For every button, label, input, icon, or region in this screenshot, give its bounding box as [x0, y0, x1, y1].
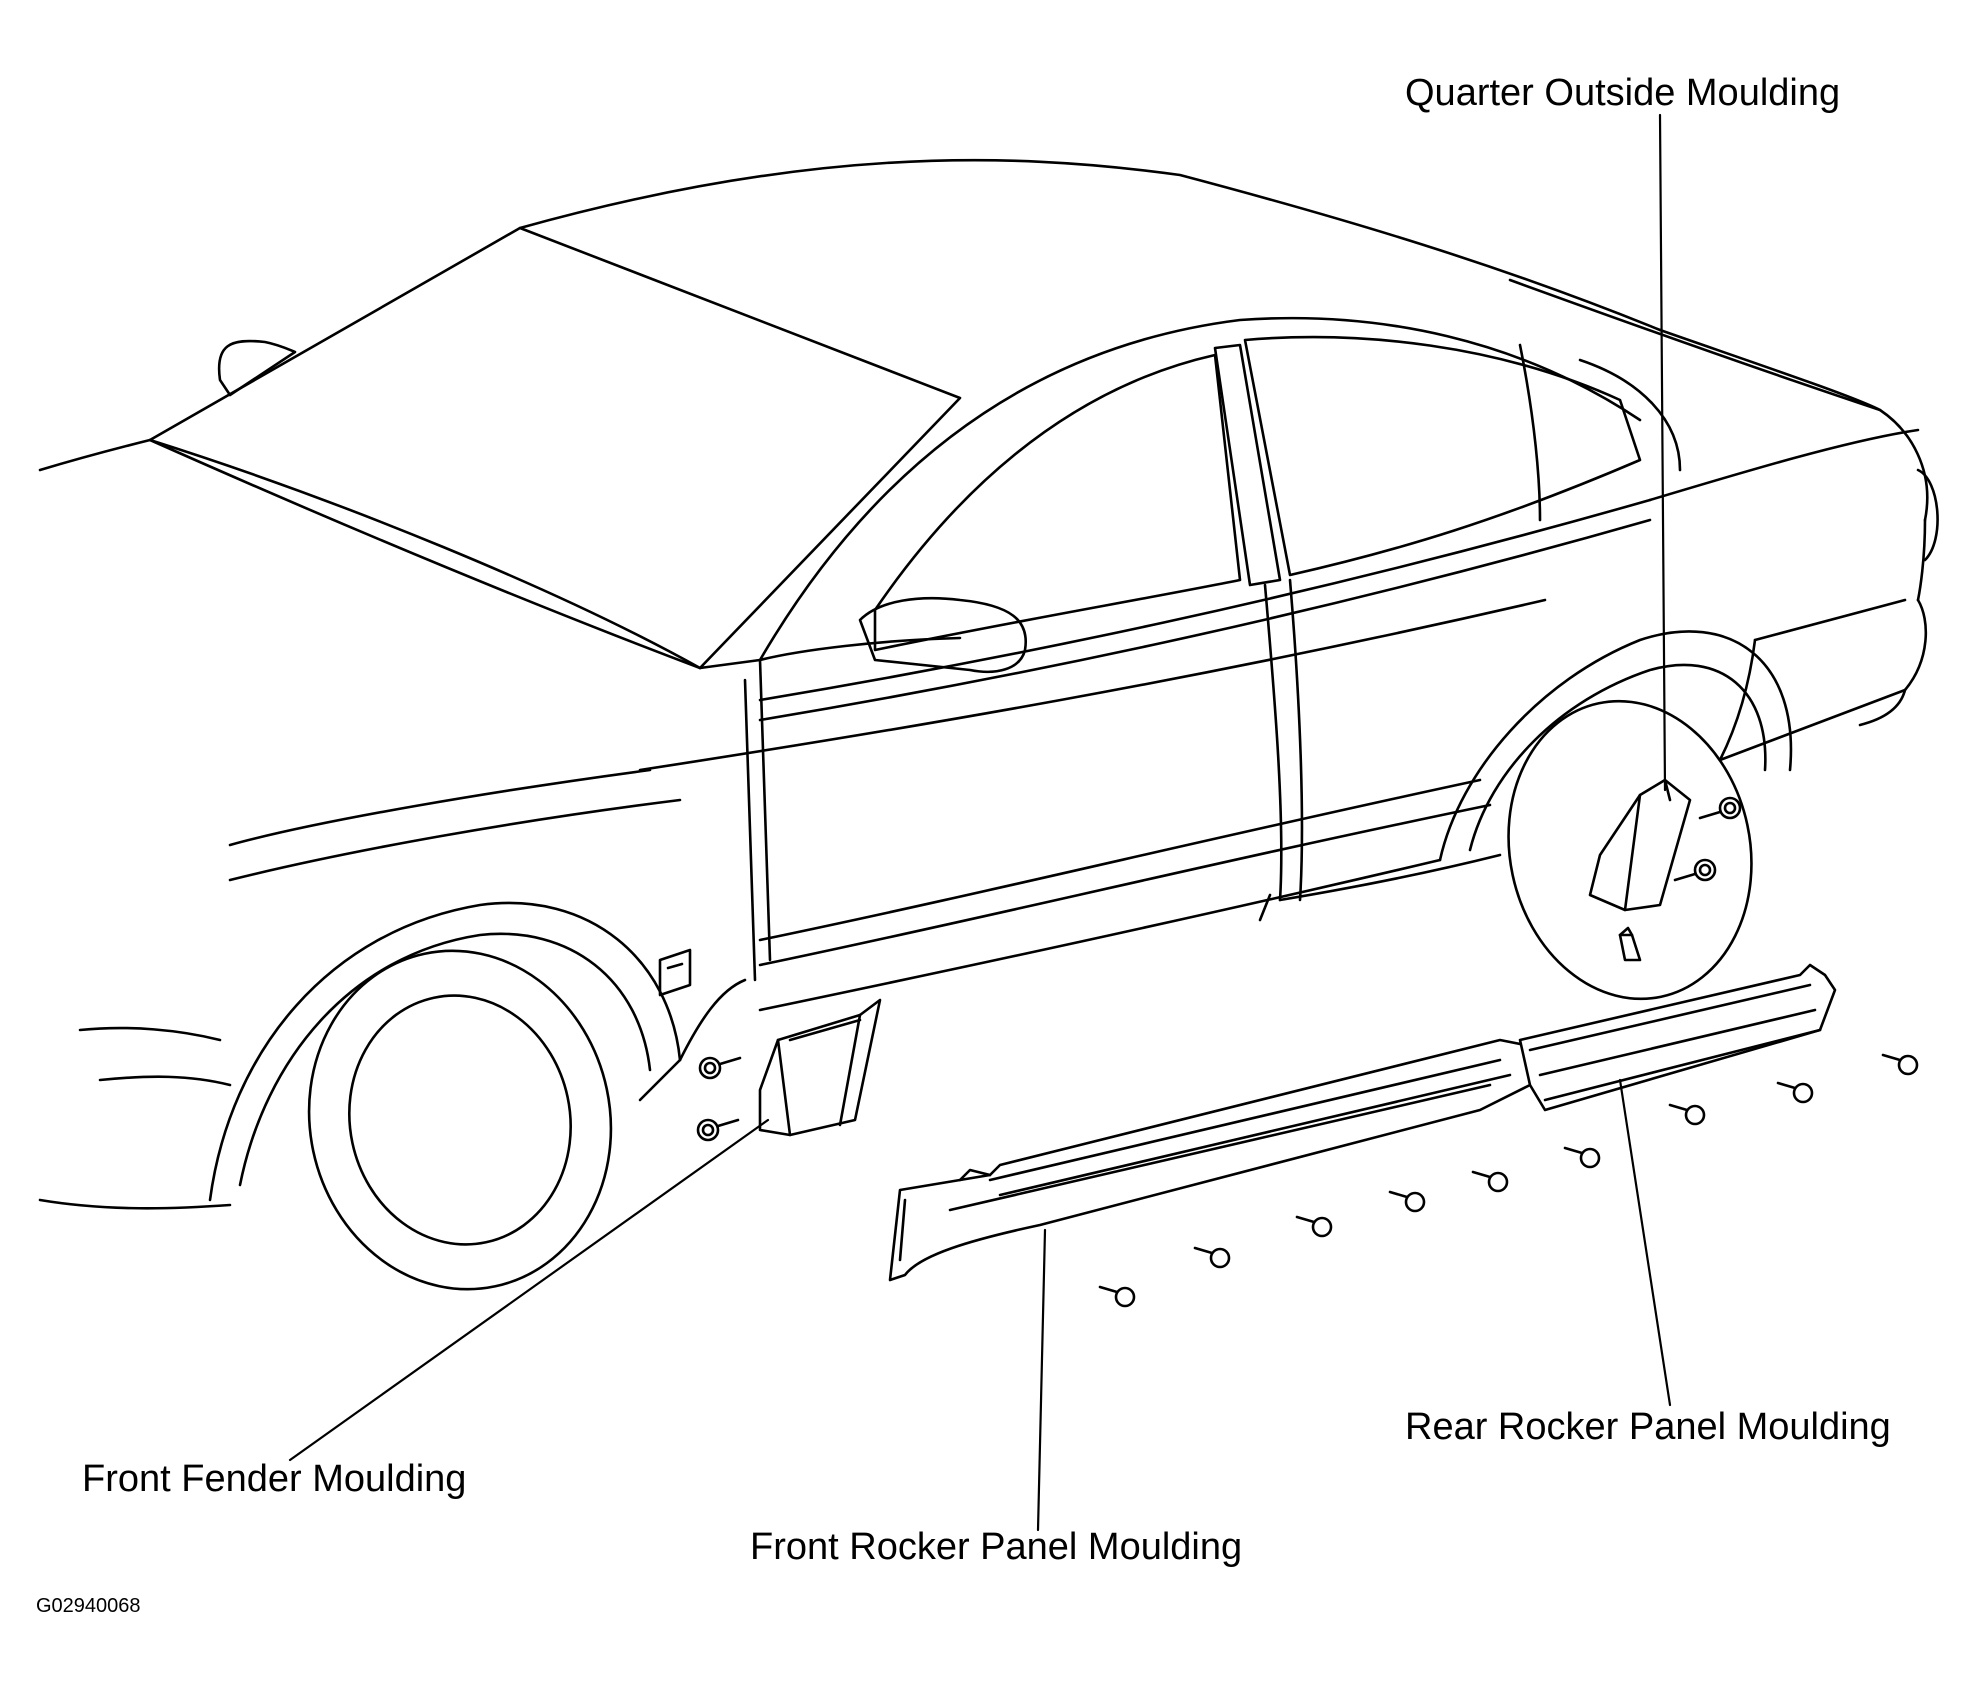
screws	[1098, 1053, 1919, 1308]
screw	[1388, 1190, 1426, 1213]
screw	[1295, 1215, 1333, 1238]
label-front-fender-moulding: Front Fender Moulding	[82, 1458, 467, 1500]
screw	[1668, 1103, 1706, 1126]
rear-rocker-panel-moulding-part	[1518, 963, 1837, 1112]
screw	[1098, 1285, 1136, 1308]
leader-front-rocker	[1036, 1228, 1047, 1532]
figure-code: G02940068	[36, 1595, 141, 1617]
screw	[1881, 1053, 1919, 1076]
screw	[1563, 1146, 1601, 1169]
label-quarter-outside-moulding: Quarter Outside Moulding	[1405, 72, 1841, 114]
label-rear-rocker-panel-moulding: Rear Rocker Panel Moulding	[1405, 1406, 1891, 1448]
quarter-outside-moulding-part	[1588, 778, 1742, 962]
leader-lines	[288, 113, 1672, 1532]
screw	[1193, 1246, 1231, 1269]
screw	[1471, 1170, 1509, 1193]
front-fender-moulding-part	[696, 998, 882, 1142]
front-rocker-panel-moulding-part	[888, 1038, 1532, 1282]
label-front-rocker-panel-moulding: Front Rocker Panel Moulding	[750, 1526, 1243, 1568]
car-body	[38, 158, 1939, 1291]
leader-quarter-outside	[1658, 113, 1667, 792]
leader-rear-rocker	[1618, 1078, 1672, 1407]
leader-front-fender	[288, 1118, 770, 1462]
screw	[1776, 1081, 1814, 1104]
